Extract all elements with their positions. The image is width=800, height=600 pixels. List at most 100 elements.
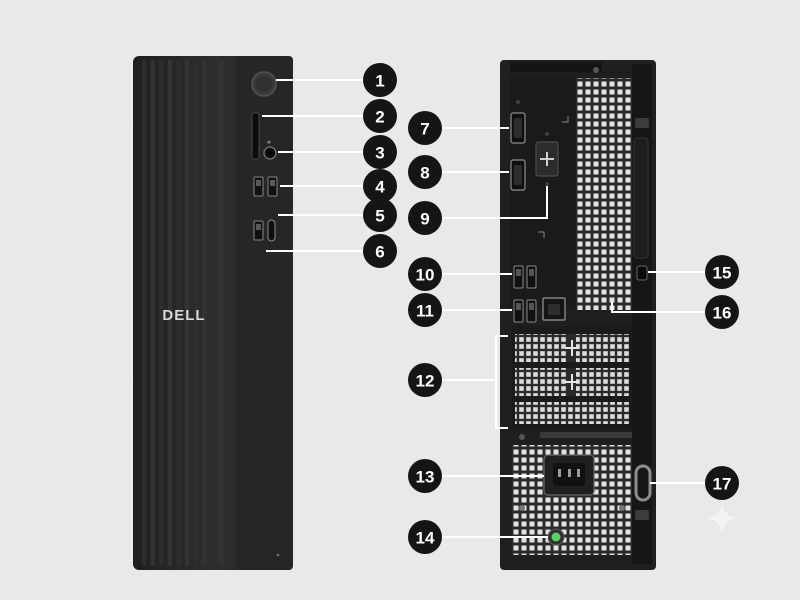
usb-a-port-front-lower-icon[interactable]	[253, 220, 264, 241]
callout-security-cable-slot: 15	[648, 255, 739, 289]
callout-badge	[363, 63, 397, 97]
usb-a-port-front-left-icon[interactable]	[253, 176, 264, 197]
callout-sd-card-slot: 2	[262, 99, 397, 133]
callout-number: 1	[375, 72, 384, 91]
callout-badge	[408, 520, 442, 554]
callout-badge	[705, 466, 739, 500]
psu-screw-right	[619, 505, 625, 511]
usb-c-port-icon[interactable]	[267, 219, 276, 242]
callout-badge	[408, 293, 442, 327]
front-rib	[219, 60, 224, 566]
callout-number: 2	[375, 108, 384, 127]
rail-handle	[633, 137, 649, 259]
callout-badge	[363, 198, 397, 232]
drive-activity-led	[276, 553, 280, 557]
rear-top-screw	[593, 67, 599, 73]
psu-divider	[540, 432, 632, 438]
callout-leader-line	[611, 302, 704, 313]
callout-number: 15	[713, 264, 732, 283]
front-rib	[150, 60, 155, 566]
callout-power-button: 1	[276, 63, 397, 97]
front-rib	[176, 60, 181, 566]
callout-number: 9	[420, 210, 429, 229]
callout-badge	[408, 111, 442, 145]
callout-optional-port-module: 9	[408, 186, 548, 235]
callout-number: 14	[416, 529, 435, 548]
callout-number: 4	[375, 178, 385, 197]
callout-power-connector: 13	[408, 459, 544, 493]
chassis-screw	[519, 434, 525, 440]
power-connector-icon[interactable]	[543, 454, 595, 496]
callout-badge	[408, 257, 442, 291]
usb-tongue-glyph	[270, 180, 275, 186]
callout-usb-a-port-front-lower: 6	[266, 234, 397, 268]
front-bezel-panel	[236, 56, 293, 570]
front-rib	[228, 60, 233, 566]
callout-usb-a-ports-front: 4	[280, 169, 397, 203]
dp-screw-dot	[516, 100, 520, 104]
callout-badge	[363, 99, 397, 133]
usb-a-port-front-right-icon[interactable]	[267, 176, 278, 197]
callout-number: 11	[416, 302, 434, 321]
callout-badge	[408, 459, 442, 493]
callout-leader-line	[443, 186, 548, 219]
front-rib	[185, 60, 190, 566]
callout-usb-a-ports-rear-upper: 10	[408, 257, 512, 291]
expansion-card-slot-1-icon[interactable]	[515, 334, 629, 362]
lower-vent-strip	[515, 402, 629, 424]
thumbscrew-bottom	[635, 510, 649, 520]
callout-badge	[408, 155, 442, 189]
rear-top-lip	[510, 62, 602, 72]
callout-audio-jack: 3	[278, 135, 397, 169]
sd-card-slot-icon[interactable]	[251, 112, 260, 160]
dell-logo: DELL	[162, 307, 205, 324]
front-rib	[210, 60, 215, 566]
sparkle-watermark-icon	[707, 503, 737, 533]
displayport-1-icon[interactable]	[510, 112, 526, 144]
usb-a-ports-rear-upper-icon[interactable]	[513, 265, 537, 289]
callout-expansion-card-slots: 12	[408, 363, 496, 397]
optional-port-module-icon[interactable]	[535, 132, 559, 186]
callout-number: 8	[420, 164, 429, 183]
callout-number: 10	[416, 266, 435, 285]
front-rib	[159, 60, 164, 566]
module-corner-mark	[538, 116, 569, 238]
front-rib	[142, 60, 147, 566]
callout-badge	[363, 135, 397, 169]
expansion-card-slot-2-icon[interactable]	[515, 368, 629, 396]
power-supply-diagnostic-led-icon[interactable]	[547, 528, 565, 546]
callout-ethernet-port: 16	[611, 295, 739, 329]
usb-a-ports-rear-lower-icon[interactable]	[513, 299, 537, 323]
callout-number: 13	[416, 468, 435, 487]
rear-view	[495, 60, 656, 570]
thumbscrew-top	[635, 118, 649, 128]
usb-tongue-glyph	[256, 224, 261, 230]
callout-number: 5	[375, 207, 384, 226]
usb-tongue-glyph	[256, 180, 261, 186]
callout-number: 6	[375, 243, 384, 262]
callout-usb-a-ports-rear-lower: 11	[408, 293, 512, 327]
security-cable-slot-icon[interactable]	[636, 265, 648, 281]
callout-power-supply-diagnostic-led: 14	[408, 520, 548, 554]
callout-badge	[705, 295, 739, 329]
front-rib	[193, 60, 198, 566]
callout-usb-c-port: 5	[278, 198, 397, 232]
displayport-2-icon[interactable]	[510, 159, 526, 191]
front-rib	[202, 60, 207, 566]
callout-displayport-1: 7	[408, 111, 509, 145]
callout-badge	[705, 255, 739, 289]
rear-vent-grill	[576, 78, 632, 310]
callout-padlock-ring: 17	[650, 466, 739, 500]
audio-headset-glyph-icon: ◕	[267, 139, 271, 144]
expansion-bracket-line	[495, 335, 508, 429]
front-rib	[167, 60, 172, 566]
callout-badge	[408, 201, 442, 235]
audio-jack-hole	[267, 150, 273, 156]
callout-number: 7	[420, 120, 429, 139]
ethernet-port-icon[interactable]	[542, 297, 566, 321]
front-view: ◕ DELL	[133, 56, 293, 570]
callout-number: 16	[713, 304, 732, 323]
callout-number: 17	[713, 475, 732, 494]
